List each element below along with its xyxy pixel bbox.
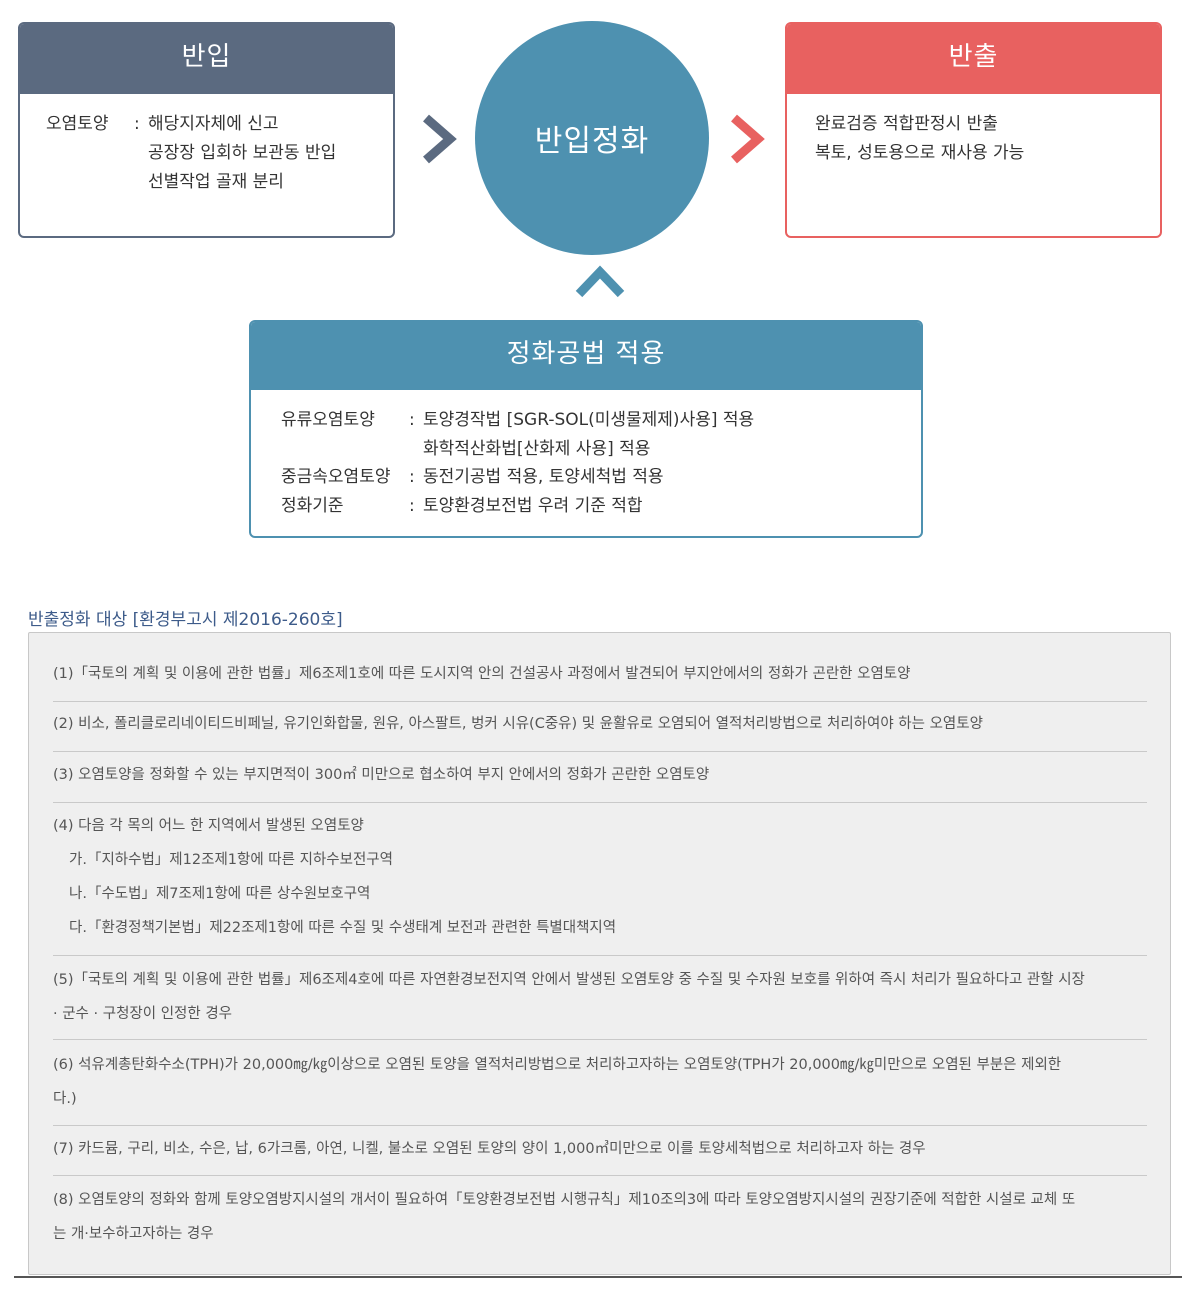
chevron-right-icon <box>423 114 457 164</box>
section-title: 반출정화 대상 [환경부고시 제2016-260호] <box>28 610 343 630</box>
method-sep: : <box>409 467 415 487</box>
method-row: 정화기준 : 토양환경보전법 우려 기준 적합 <box>281 492 921 521</box>
item-text: 다.) <box>53 1091 77 1107</box>
chevron-right-icon <box>731 114 765 164</box>
method-row: 중금속오염토양 : 동전기공법 적용, 토양세척법 적용 <box>281 463 921 492</box>
item-subtext: 가.「지하수법」제12조제1항에 따른 지하수보전구역 <box>69 852 393 868</box>
release-body: 완료검증 적합판정시 반출 복토, 성토용으로 재사용 가능 <box>787 94 1160 168</box>
divider <box>53 955 1147 956</box>
release-line: 복토, 성토용으로 재사용 가능 <box>815 143 1025 163</box>
method-row: 화학적산화법[산화제 사용] 적용 <box>281 435 921 464</box>
divider <box>53 1125 1147 1126</box>
method-key <box>281 435 409 464</box>
list-item: (4) 다음 각 목의 어느 한 지역에서 발생된 오염토양 가.「지하수법」제… <box>53 809 1147 945</box>
item-text: (5)「국토의 계획 및 이용에 관한 법률」제6조제4호에 따른 자연환경보전… <box>53 972 1085 988</box>
list-item: (8) 오염토양의 정화와 함께 토양오염방지시설의 개서이 필요하여「토양환경… <box>53 1183 1147 1251</box>
list-item: (3) 오염토양을 정화할 수 있는 부지면적이 300㎡ 미만으로 협소하여 … <box>53 758 1147 792</box>
item-text: (7) 카드뮴, 구리, 비소, 수은, 납, 6가크롬, 아연, 니켈, 불소… <box>53 1141 926 1157</box>
intake-title: 반입 <box>20 24 393 94</box>
bottom-rule <box>14 1276 1182 1278</box>
center-label: 반입정화 <box>534 124 650 159</box>
divider <box>53 1175 1147 1176</box>
divider <box>53 802 1147 803</box>
method-key: 유류오염토양 <box>281 410 375 430</box>
list-item: (2) 비소, 폴리클로리네이티드비페닐, 유기인화합물, 원유, 아스팔트, … <box>53 707 1147 741</box>
list-item: (1)「국토의 계획 및 이용에 관한 법률」제6조제1호에 따른 도시지역 안… <box>53 657 1147 691</box>
intake-line: 공장장 입회하 보관동 반입 <box>148 143 337 163</box>
item-text: (1)「국토의 계획 및 이용에 관한 법률」제6조제1호에 따른 도시지역 안… <box>53 666 911 682</box>
release-box: 반출 완료검증 적합판정시 반출 복토, 성토용으로 재사용 가능 <box>785 22 1162 238</box>
item-text: · 군수 · 구청장이 인정한 경우 <box>53 1006 233 1022</box>
method-sep: : <box>409 495 415 516</box>
item-subtext: 나.「수도법」제7조제1항에 따른 상수원보호구역 <box>69 886 371 902</box>
intake-row: 오염토양 : 해당지자체에 신고 <box>46 110 393 139</box>
divider <box>53 1039 1147 1040</box>
item-text: (8) 오염토양의 정화와 함께 토양오염방지시설의 개서이 필요하여「토양환경… <box>53 1192 1076 1208</box>
intake-sep: : <box>134 114 140 134</box>
item-text: (6) 석유계총탄화수소(TPH)가 20,000㎎/㎏이상으로 오염된 토양을… <box>53 1057 1062 1073</box>
chevron-up-icon <box>575 265 625 298</box>
item-text: 는 개·보수하고자하는 경우 <box>53 1226 214 1242</box>
method-sep: : <box>409 410 415 430</box>
divider <box>53 751 1147 752</box>
list-item: (7) 카드뮴, 구리, 비소, 수은, 납, 6가크롬, 아연, 니켈, 불소… <box>53 1132 1147 1166</box>
intake-line: 선별작업 골재 분리 <box>148 172 284 192</box>
method-key: 정화기준 <box>281 495 344 516</box>
method-value: 동전기공법 적용, 토양세척법 적용 <box>423 467 664 487</box>
method-sep <box>409 435 423 464</box>
intake-row: 공장장 입회하 보관동 반입 <box>46 139 393 168</box>
item-text: (3) 오염토양을 정화할 수 있는 부지면적이 300㎡ 미만으로 협소하여 … <box>53 767 710 783</box>
method-value: 화학적산화법[산화제 사용] 적용 <box>423 438 651 459</box>
method-row: 유류오염토양 : 토양경작법 [SGR-SOL(미생물제제)사용] 적용 <box>281 406 921 435</box>
intake-body: 오염토양 : 해당지자체에 신고 공장장 입회하 보관동 반입 선별작업 골재 … <box>20 94 393 197</box>
method-value: 토양환경보전법 우려 기준 적합 <box>423 495 643 516</box>
item-subtext: 다.「환경정책기본법」제22조제1항에 따른 수질 및 수생태계 보전과 관련한… <box>69 920 617 936</box>
method-box: 정화공법 적용 유류오염토양 : 토양경작법 [SGR-SOL(미생물제제)사용… <box>249 320 923 538</box>
item-text: (4) 다음 각 목의 어느 한 지역에서 발생된 오염토양 <box>53 818 364 834</box>
divider <box>53 701 1147 702</box>
method-value: 토양경작법 [SGR-SOL(미생물제제)사용] 적용 <box>423 410 755 430</box>
intake-box: 반입 오염토양 : 해당지자체에 신고 공장장 입회하 보관동 반입 선별작업 … <box>18 22 395 238</box>
method-key: 중금속오염토양 <box>281 467 391 487</box>
intake-row: 선별작업 골재 분리 <box>46 168 393 197</box>
intake-key: 오염토양 <box>46 114 109 134</box>
center-circle: 반입정화 <box>475 21 709 255</box>
method-body: 유류오염토양 : 토양경작법 [SGR-SOL(미생물제제)사용] 적용 화학적… <box>251 390 921 520</box>
item-text: (2) 비소, 폴리클로리네이티드비페닐, 유기인화합물, 원유, 아스팔트, … <box>53 716 983 732</box>
intake-line: 해당지자체에 신고 <box>148 114 279 134</box>
list-item: (5)「국토의 계획 및 이용에 관한 법률」제6조제4호에 따른 자연환경보전… <box>53 963 1147 1031</box>
release-line: 완료검증 적합판정시 반출 <box>815 114 998 134</box>
target-panel: (1)「국토의 계획 및 이용에 관한 법률」제6조제1호에 따른 도시지역 안… <box>28 632 1171 1275</box>
release-title: 반출 <box>787 24 1160 94</box>
method-title: 정화공법 적용 <box>251 322 921 390</box>
list-item: (6) 석유계총탄화수소(TPH)가 20,000㎎/㎏이상으로 오염된 토양을… <box>53 1048 1147 1116</box>
